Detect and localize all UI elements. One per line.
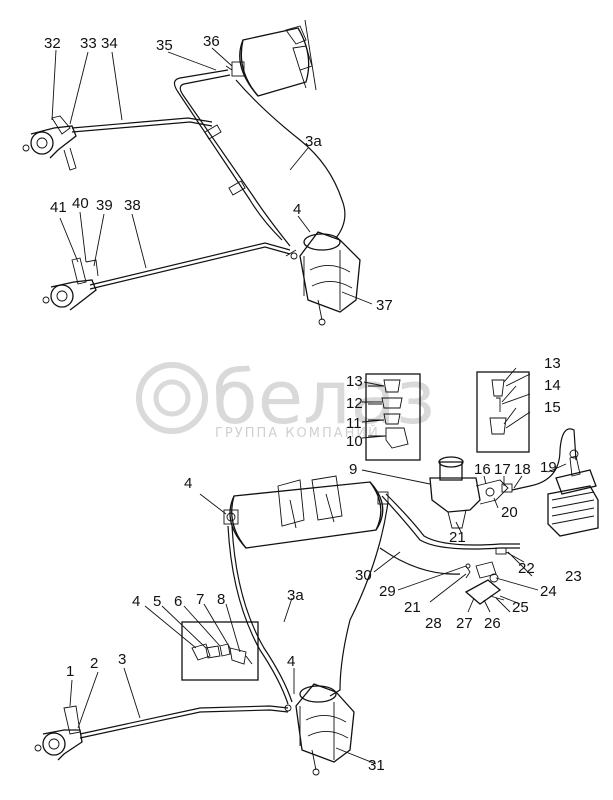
callout-8: 8 <box>217 591 225 608</box>
callout-26: 26 <box>484 615 501 632</box>
callout-3a-bottom: 3a <box>287 587 304 604</box>
callout-34: 34 <box>101 35 118 52</box>
callout-30: 30 <box>355 567 372 584</box>
callout-40: 40 <box>72 195 89 212</box>
watermark-company-text: ГРУППА КОМПАНИЙ <box>215 425 380 441</box>
callout-28: 28 <box>425 615 442 632</box>
callout-6: 6 <box>174 593 182 610</box>
detail-box-c <box>181 621 259 681</box>
callout-37: 37 <box>376 297 393 314</box>
callout-20: 20 <box>501 504 518 521</box>
bottom-pipes <box>227 501 461 705</box>
bottom-brake-chamber <box>34 705 289 761</box>
callout-3: 3 <box>118 651 126 668</box>
callout-22: 22 <box>518 560 535 577</box>
bottom-seat-unit <box>547 449 599 537</box>
callout-24: 24 <box>540 583 557 600</box>
callout-10: 10 <box>346 433 363 450</box>
bottom-assembly: 13 12 11 10 13 14 15 9 16 17 18 19 20 21… <box>34 355 599 776</box>
callout-17: 17 <box>494 461 511 478</box>
bottom-air-receiver <box>223 475 389 549</box>
top-pipes <box>173 69 346 247</box>
top-air-receiver <box>225 19 317 97</box>
detail-box-a <box>365 373 421 461</box>
callout-41: 41 <box>50 199 67 216</box>
callout-35: 35 <box>156 37 173 54</box>
top-leader-lines <box>51 47 373 305</box>
callout-1: 1 <box>66 663 74 680</box>
callout-21-lower: 21 <box>404 599 421 616</box>
callout-31: 31 <box>368 757 385 774</box>
bottom-leader-lines <box>69 367 567 765</box>
top-cables <box>71 117 291 290</box>
callout-33: 33 <box>80 35 97 52</box>
callout-4-detail: 4 <box>132 593 140 610</box>
callout-4-valve: 4 <box>287 653 295 670</box>
top-brake-valve <box>285 231 361 326</box>
callout-39: 39 <box>96 197 113 214</box>
callout-12: 12 <box>346 395 363 412</box>
callout-11: 11 <box>346 415 362 432</box>
callout-19: 19 <box>540 459 557 476</box>
callout-5: 5 <box>153 593 161 610</box>
watermark-logo-icon <box>136 362 208 434</box>
callout-14: 14 <box>544 377 561 394</box>
callout-2: 2 <box>90 655 98 672</box>
callout-16: 16 <box>474 461 491 478</box>
callout-21-upper: 21 <box>449 529 466 546</box>
callout-9: 9 <box>349 461 357 478</box>
callout-18: 18 <box>514 461 531 478</box>
callout-25: 25 <box>512 599 529 616</box>
callout-27: 27 <box>456 615 473 632</box>
top-brake-chamber-upper <box>22 115 77 171</box>
callout-13-left: 13 <box>346 373 363 390</box>
top-brake-chamber-lower <box>42 257 99 311</box>
callout-15: 15 <box>544 399 561 416</box>
callout-29: 29 <box>379 583 396 600</box>
bottom-valve-assembly <box>381 428 577 550</box>
bottom-small-parts <box>464 547 507 605</box>
bottom-brake-valve <box>284 683 355 776</box>
callout-13-right: 13 <box>544 355 561 372</box>
top-assembly: 32 33 34 35 36 3a 4 41 40 39 38 37 <box>22 19 393 326</box>
callout-23: 23 <box>565 568 582 585</box>
callout-4-top: 4 <box>293 201 301 218</box>
callout-7: 7 <box>196 591 204 608</box>
callout-3a-top: 3a <box>305 133 322 150</box>
callout-38: 38 <box>124 197 141 214</box>
callout-4-receiver: 4 <box>184 475 192 492</box>
detail-box-b <box>476 371 531 453</box>
callout-36: 36 <box>203 33 220 50</box>
callout-32: 32 <box>44 35 61 52</box>
